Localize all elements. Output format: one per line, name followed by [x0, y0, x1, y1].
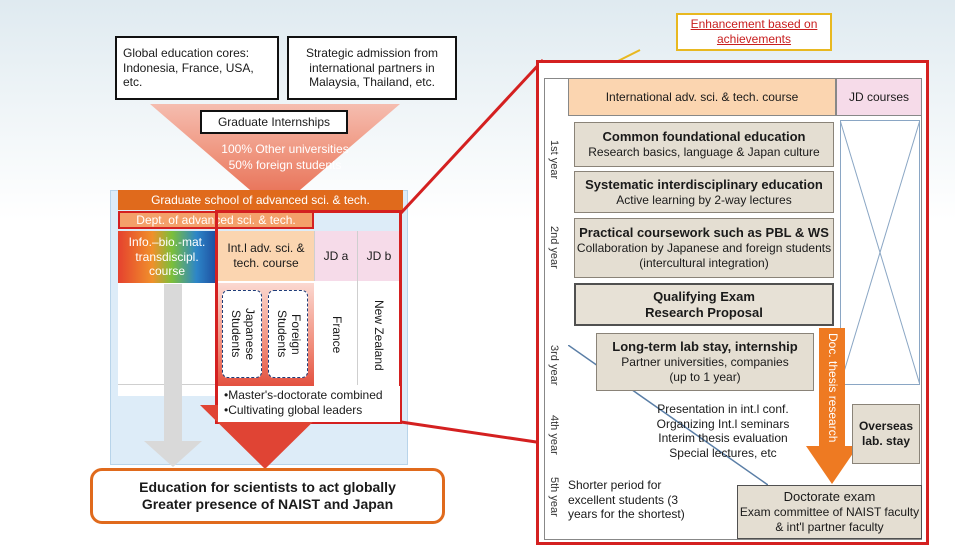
france-text: France: [329, 316, 344, 354]
doctorate-box: Doctorate exam Exam committee of NAIST f…: [737, 485, 922, 539]
overseas-text: Overseas lab. stay: [858, 419, 914, 448]
bullets-box: •Master's-doctorate combined •Cultivatin…: [218, 386, 400, 422]
funnel-text-1: 100% Other universities: [221, 142, 349, 157]
doctorate-sub: Exam committee of NAIST faculty & int'l …: [739, 505, 920, 534]
enhancement-text: Enhancement based on achievements: [690, 17, 818, 46]
graduate-internships-box: Graduate Internships: [200, 110, 348, 134]
systematic-box: Systematic interdisciplinary education A…: [574, 171, 834, 213]
graduate-internships-text: Graduate Internships: [217, 114, 331, 129]
doc-research-label: Doc. thesis research: [819, 332, 845, 444]
japanese-students-text: Japanese Students: [229, 307, 257, 361]
practical-sub-1: Collaboration by Japanese and foreign st…: [576, 241, 832, 256]
activity-3: Interim thesis evaluation: [658, 431, 788, 446]
practical-sub-2: (intercultural integration): [639, 255, 769, 270]
year-label-2: 2nd year: [548, 226, 560, 269]
foreign-students-box: Foreign Students: [268, 290, 308, 378]
common-sub: Research basics, language & Japan cultur…: [588, 145, 820, 160]
jd-cross-lines: [840, 120, 920, 385]
jd-courses-text: JD courses: [848, 89, 910, 104]
intl-header-text: International adv. sci. & tech. course: [605, 89, 799, 104]
japanese-students-box: Japanese Students: [222, 290, 262, 378]
foreign-students-text: Foreign Students: [275, 310, 303, 358]
common-box: Common foundational education Research b…: [574, 122, 834, 167]
qualifying-box: Qualifying Exam Research Proposal: [574, 283, 834, 326]
longterm-sub-1: Partner universities, companies: [621, 355, 789, 370]
info-course-text: Info.–bio.-mat. transdiscipl. course: [128, 235, 206, 279]
global-cores-text: Global education cores: Indonesia, Franc…: [123, 46, 254, 90]
doc-research-arrow-shaft: [819, 328, 845, 448]
france-cell: France: [322, 292, 350, 378]
zoom-connector-lines: [399, 58, 545, 445]
systematic-sub: Active learning by 2-way lectures: [616, 192, 792, 207]
qualifying-sub: Research Proposal: [645, 304, 763, 320]
practical-title: Practical coursework such as PBL & WS: [579, 225, 829, 241]
jd-b-text: JD b: [366, 248, 392, 263]
activity-2: Organizing Int.l seminars: [656, 416, 790, 431]
enhancement-box: Enhancement based on achievements: [676, 13, 832, 51]
shorter-text: Shorter period for excellent students (3…: [568, 478, 685, 522]
practical-box: Practical coursework such as PBL & WS Co…: [574, 218, 834, 278]
info-course-cell: Info.–bio.-mat. transdiscipl. course: [118, 231, 216, 283]
year-label-1: 1st year: [548, 140, 560, 180]
overseas-box: Overseas lab. stay: [852, 404, 920, 464]
outcome-box: Education for scientists to act globally…: [90, 468, 445, 524]
intl-header: International adv. sci. & tech. course: [568, 78, 836, 116]
systematic-title: Systematic interdisciplinary education: [585, 176, 823, 192]
year-label-5: 5th year: [548, 477, 560, 517]
doctorate-title: Doctorate exam: [783, 489, 876, 505]
strategic-admission-text: Strategic admission from international p…: [305, 46, 439, 90]
activity-1: Presentation in int.l conf.: [657, 402, 789, 416]
bullet-2-text: Cultivating global leaders: [228, 402, 363, 417]
gray-arrow-shaft: [164, 284, 182, 442]
doc-research-text: Doc. thesis research: [825, 333, 840, 443]
intl-course-text: Int.l adv. sci. & tech. course: [227, 241, 305, 270]
jd-b-cell: JD b: [357, 231, 400, 281]
intl-course-cell: Int.l adv. sci. & tech. course: [218, 231, 314, 281]
longterm-title: Long-term lab stay, internship: [612, 339, 798, 355]
school-banner: Graduate school of advanced sci. & tech.: [118, 190, 403, 210]
grid-line-v: [357, 281, 358, 385]
global-cores-box: Global education cores: Indonesia, Franc…: [115, 36, 279, 100]
longterm-sub-2: (up to 1 year): [669, 369, 741, 384]
jd-a-cell: JD a: [314, 231, 357, 281]
common-title: Common foundational education: [602, 129, 806, 145]
qualifying-title: Qualifying Exam: [653, 288, 755, 304]
year-label-3: 3rd year: [548, 345, 560, 386]
funnel-text-2: 50% foreign students: [228, 158, 342, 173]
new-zealand-cell: New Zealand: [364, 292, 392, 378]
longterm-box: Long-term lab stay, internship Partner u…: [596, 333, 814, 391]
outcome-line-1: Education for scientists to act globally: [139, 478, 396, 495]
strategic-admission-box: Strategic admission from international p…: [287, 36, 457, 100]
year-label-4: 4th year: [548, 415, 560, 455]
jd-courses-header: JD courses: [836, 78, 922, 116]
bullet-2: •Cultivating global leaders: [224, 402, 363, 417]
bullet-1: •Master's-doctorate combined: [224, 388, 383, 402]
jd-empty-box: [840, 120, 920, 385]
outcome-line-2: Greater presence of NAIST and Japan: [141, 496, 394, 512]
activities-list: Presentation in int.l conf. Organizing I…: [648, 402, 798, 468]
bullet-1-text: Master's-doctorate combined: [228, 388, 383, 402]
jd-a-text: JD a: [323, 248, 349, 263]
new-zealand-text: New Zealand: [371, 299, 386, 371]
activity-4: Special lectures, etc: [669, 445, 777, 460]
